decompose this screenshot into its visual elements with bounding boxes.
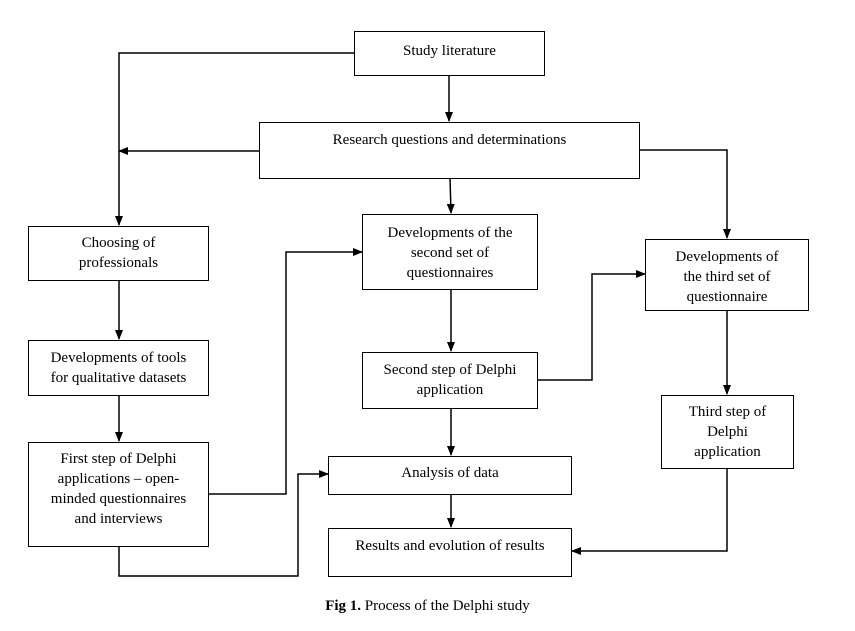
node-tools-qualitative-label: Developments of tools for qualitative da… — [50, 350, 187, 386]
connector-first-step-to-analysis — [118, 470, 329, 577]
node-second-set: Developments of the second set of questi… — [362, 214, 538, 290]
node-analysis: Analysis of data — [328, 456, 572, 495]
connector-research-to-second-set — [446, 177, 455, 214]
node-results: Results and evolution of results — [328, 528, 572, 577]
figure-caption-label: Fig 1. — [325, 598, 362, 614]
node-choosing-professionals-label: Choosing of professionals — [78, 235, 159, 271]
connector-third-step-to-results — [571, 468, 728, 555]
node-third-step: Third step of Delphi application — [661, 395, 794, 469]
node-first-step-label: First step of Delphi applications – open… — [50, 451, 187, 527]
connector-first-step-to-second-set — [209, 248, 363, 495]
node-first-step: First step of Delphi applications – open… — [28, 442, 209, 547]
node-analysis-label: Analysis of data — [401, 465, 499, 481]
node-study-literature: Study literature — [354, 31, 545, 76]
node-second-step-label: Second step of Delphi application — [383, 362, 517, 398]
node-second-step: Second step of Delphi application — [362, 352, 538, 409]
node-results-label: Results and evolution of results — [355, 538, 545, 554]
figure-caption-text: Process of the Delphi study — [361, 598, 530, 614]
node-third-set-label: Developments of the third set of questio… — [675, 249, 779, 305]
figure-caption: Fig 1. Process of the Delphi study — [0, 598, 855, 615]
node-research-questions: Research questions and determinations — [259, 122, 640, 179]
node-tools-qualitative: Developments of tools for qualitative da… — [28, 340, 209, 396]
connector-research-to-third-set — [639, 149, 731, 239]
node-third-step-label: Third step of Delphi application — [688, 404, 767, 460]
connector-literature-to-choosing — [115, 52, 354, 226]
connector-second-step-to-third-set — [537, 270, 646, 381]
node-research-questions-label: Research questions and determinations — [332, 132, 567, 148]
node-second-set-label: Developments of the second set of questi… — [387, 225, 513, 281]
node-study-literature-label: Study literature — [403, 43, 496, 59]
node-third-set: Developments of the third set of questio… — [645, 239, 809, 311]
node-choosing-professionals: Choosing of professionals — [28, 226, 209, 281]
